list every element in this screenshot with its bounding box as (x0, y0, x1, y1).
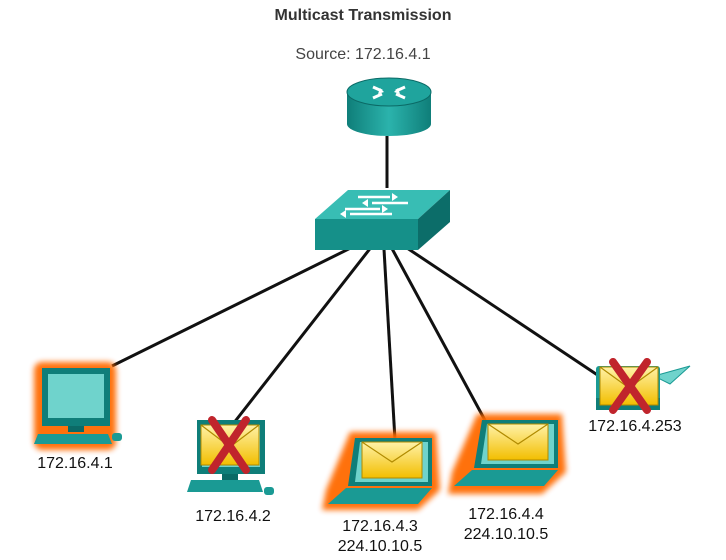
laptop-icon (448, 414, 566, 494)
x-mark-icon (208, 416, 250, 474)
desktop-computer-icon (34, 362, 122, 450)
router-icon (346, 77, 432, 136)
links-layer (111, 136, 603, 441)
link-switch-laptop4 (381, 231, 489, 425)
envelope-icon (361, 441, 423, 479)
node-label-laptop4-ip: 172.16.4.4 (468, 506, 544, 523)
envelope-icon (487, 423, 549, 461)
node-label-laptop3-group: 224.10.10.5 (337, 538, 423, 555)
printer-icon (596, 358, 691, 414)
node-label-pc2: 172.16.4.2 (195, 508, 271, 525)
desktop-computer-icon (187, 416, 274, 495)
diagram-subtitle: Source: 172.16.4.1 (295, 46, 431, 63)
link-switch-pc1 (111, 230, 384, 368)
switch-icon (315, 190, 450, 250)
node-label-printer: 172.16.4.253 (588, 418, 682, 435)
link-switch-printer (382, 230, 603, 380)
node-label-laptop4-group: 224.10.10.5 (463, 526, 549, 543)
node-label-laptop3-ip: 172.16.4.3 (342, 518, 418, 535)
link-switch-pc2 (231, 231, 385, 425)
laptop-icon (322, 432, 440, 510)
x-mark-icon (609, 358, 651, 414)
link-switch-laptop3 (381, 231, 397, 441)
node-label-pc1: 172.16.4.1 (37, 455, 113, 472)
diagram-title: Multicast Transmission (274, 7, 452, 24)
